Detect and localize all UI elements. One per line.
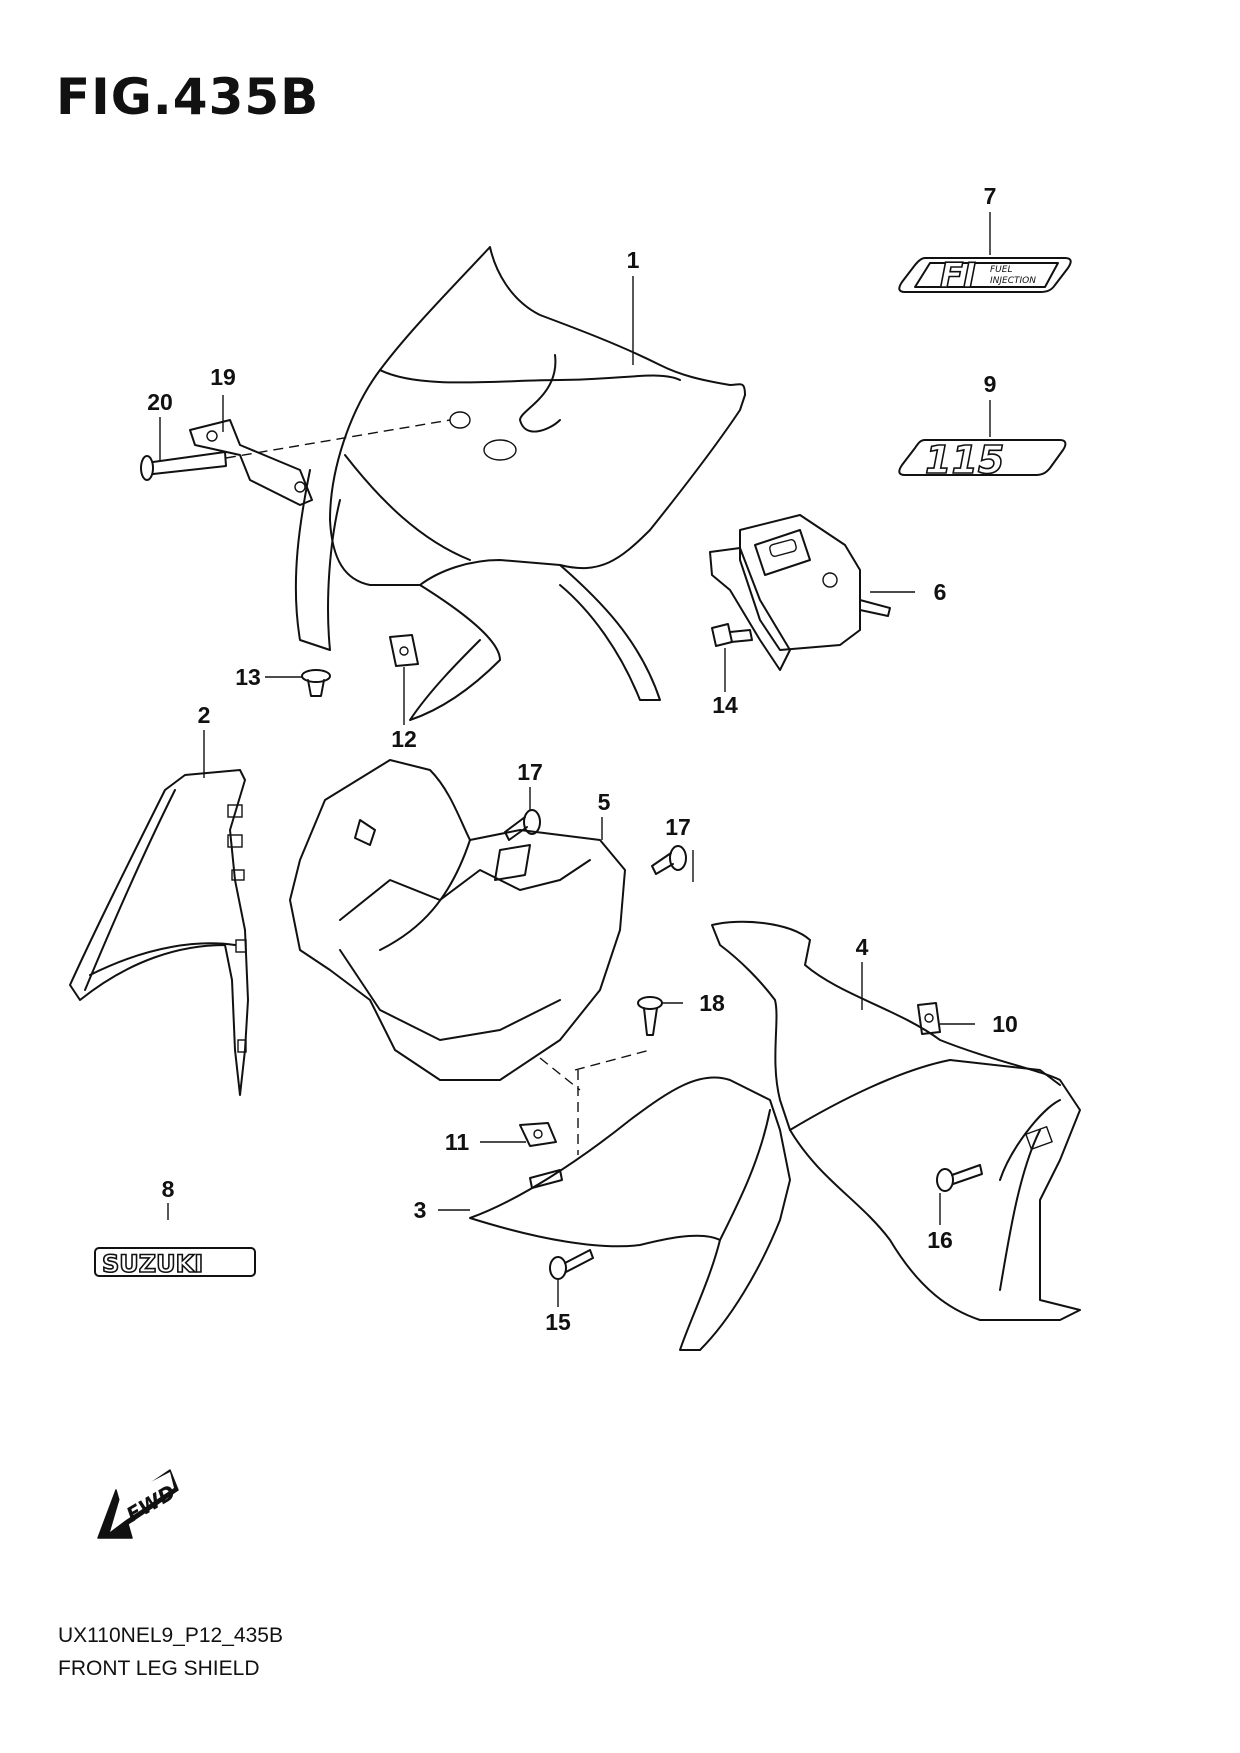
callout-8: 8 [162,1176,175,1202]
forward-direction-arrow: FWD [97,1469,179,1539]
fi-badge-main: FI [940,256,976,296]
callout-numbers: 1 2 3 4 5 6 7 8 9 10 11 12 13 14 15 16 1… [147,183,1018,1335]
part-17-screw-right [651,845,687,875]
callout-6: 6 [934,579,947,605]
part-11-nut-clip [519,1122,557,1147]
part-10-nut-clip [917,1002,941,1035]
callout-12: 12 [391,726,417,752]
part-20-bolt [140,451,227,481]
part-15-screw [549,1249,594,1280]
callout-2: 2 [198,702,211,728]
part-6-latch-assembly [709,514,891,671]
callout-13: 13 [235,664,261,690]
part-13-clip [301,669,331,697]
part-3-lower-panel [469,1076,791,1351]
model-badge-text: 115 [925,438,1004,482]
part-14-bolt [711,623,753,647]
callout-11: 11 [445,1129,470,1155]
figure-name: FRONT LEG SHIELD [58,1657,260,1680]
part-5-inner-cover [289,759,626,1081]
callout-3: 3 [414,1197,427,1223]
fi-badge-line1: FUEL [990,265,1012,275]
part-8-brand-emblem: SUZUKI [94,1247,256,1279]
figure-code: UX110NEL9_P12_435B [58,1624,283,1647]
callout-19: 19 [210,364,236,390]
callout-17-upper: 17 [517,759,543,785]
callout-16: 16 [927,1227,953,1253]
part-9-model-badge: 115 [898,437,1067,483]
callout-18: 18 [699,990,725,1016]
part-12-nut-clip [389,634,419,667]
part-19-bracket [189,419,313,506]
fi-badge-line2: INJECTION [990,276,1036,286]
leader-lines [159,212,991,1307]
part-18-screw [637,996,663,1036]
callout-5: 5 [598,789,611,815]
part-4-leg-shield [711,920,1081,1321]
callout-17-right: 17 [665,814,691,840]
callout-9: 9 [984,371,997,397]
callout-20: 20 [147,389,173,415]
callout-7: 7 [984,183,997,209]
callout-10: 10 [992,1011,1018,1037]
brand-emblem-text: SUZUKI [102,1250,203,1278]
part-17-screw-upper [504,809,541,841]
part-2-inner-panel [69,769,249,1096]
figure-title: FIG.435B [56,68,320,126]
part-16-screw [936,1164,983,1192]
callout-15: 15 [545,1309,571,1335]
callout-4: 4 [856,934,869,960]
part-7-fi-badge: FI FUEL INJECTION [898,255,1072,297]
callout-14: 14 [712,692,738,718]
callout-1: 1 [627,247,640,273]
part-1-front-cover [294,246,746,721]
